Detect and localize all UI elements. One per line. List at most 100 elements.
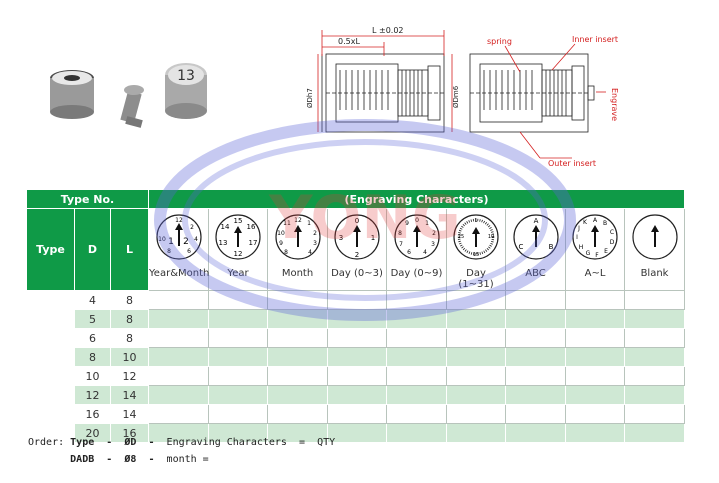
table-row: 8 10 (27, 347, 686, 367)
dimension-lines (317, 30, 453, 132)
column-header-l: L (109, 208, 150, 291)
svg-text:F: F (595, 252, 599, 259)
svg-text:6: 6 (407, 249, 411, 256)
svg-text:K: K (583, 219, 588, 226)
order-diameter: ØD (124, 437, 137, 448)
order-prefix: Order: (28, 437, 65, 448)
svg-text:G: G (586, 250, 591, 257)
engraving-characters-header: (Engraving Characters) (148, 189, 686, 209)
callout-lines (504, 43, 606, 159)
table-row: 12 14 (27, 385, 686, 405)
cell-l: 14 (109, 385, 150, 405)
table-row: 6 8 (27, 328, 686, 348)
svg-text:14: 14 (221, 223, 230, 231)
svg-text:B: B (603, 220, 607, 227)
svg-text:4: 4 (194, 236, 198, 243)
label-engrave: Engrave (610, 88, 619, 121)
svg-text:J: J (577, 225, 580, 232)
dial-label-year: Year (227, 268, 249, 279)
table-row: DADB 4 8 (26, 290, 686, 443)
svg-text:8: 8 (398, 230, 402, 237)
order-type: Type (70, 437, 95, 448)
svg-text:0: 0 (415, 217, 419, 224)
svg-text:B: B (548, 243, 553, 251)
svg-text:3: 3 (431, 241, 435, 248)
dial-year-month-icon: 12 2 4 6 8 10 1 2 (155, 214, 202, 260)
dial-label-blank: Blank (640, 268, 669, 279)
cross-section-drawing-left (321, 53, 445, 133)
svg-text:3: 3 (313, 240, 317, 247)
svg-text:1: 1 (425, 220, 429, 227)
svg-text:0: 0 (355, 217, 359, 225)
dial-day-1-31: 1 10 15 25 Day (1~31) (446, 208, 507, 291)
order-qty: QTY (317, 437, 336, 448)
svg-text:13: 13 (219, 239, 228, 247)
svg-text:I: I (576, 234, 578, 241)
svg-text:2: 2 (313, 230, 317, 237)
order-example-diameter: Ø8 (124, 454, 137, 465)
dial-a-l: A B C D E F G H I J K A~L (565, 208, 626, 291)
svg-text:7: 7 (399, 241, 403, 248)
svg-text:D: D (610, 239, 615, 246)
svg-text:13: 13 (177, 68, 195, 84)
cell-d: 4 (74, 290, 111, 310)
dial-day-1-31-icon: 1 10 15 25 (453, 214, 499, 260)
dial-month: 12 11 1 2 3 4 10 9 8 Month (267, 208, 329, 291)
svg-text:C: C (518, 243, 523, 251)
type-value-cell: DADB (26, 290, 75, 443)
dial-blank-icon (631, 214, 678, 260)
label-spring: spring (487, 37, 512, 46)
svg-text:A: A (533, 217, 538, 225)
product-photo-body: 13 (165, 63, 207, 119)
svg-text:9: 9 (279, 240, 283, 247)
dial-label-a-l: A~L (584, 268, 606, 279)
cell-d: 20 (74, 423, 111, 443)
dial-month-icon: 12 11 1 2 3 4 10 9 8 (274, 214, 321, 260)
table-row: 5 8 (27, 309, 686, 329)
cell-l: 12 (109, 366, 150, 386)
table-row: 20 16 (27, 423, 686, 443)
dim-half-label: 0.5xL (338, 37, 360, 46)
cell-d: 16 (74, 404, 111, 424)
svg-text:10: 10 (488, 234, 494, 240)
svg-text:H: H (579, 244, 584, 251)
spec-table: Type No. (Engraving Characters) Type D L… (25, 189, 686, 443)
svg-text:A: A (593, 217, 598, 224)
dim-dh7-label: ØDh7 (306, 88, 314, 108)
order-engraving: Engraving Characters (166, 437, 287, 448)
svg-text:12: 12 (294, 217, 302, 224)
order-line-2: DADB - Ø8 - month = (70, 454, 209, 465)
svg-text:16: 16 (247, 223, 256, 231)
svg-text:E: E (604, 248, 608, 255)
cell-l: 8 (109, 309, 150, 329)
svg-text:17: 17 (249, 239, 258, 247)
cell-d: 5 (74, 309, 111, 329)
dial-year-icon: 15 14 16 13 17 12 (215, 214, 261, 260)
svg-text:25: 25 (458, 234, 464, 240)
table-row: 16 14 (27, 404, 686, 424)
cell-l: 8 (109, 328, 150, 348)
dial-label-day-0-9: Day (0~9) (390, 268, 443, 279)
product-photo-dial (50, 70, 94, 119)
dim-length-label: L ±0.02 (372, 26, 404, 35)
svg-text:15: 15 (473, 252, 479, 258)
order-example-engraving: month (166, 454, 197, 465)
label-inner-insert: Inner insert (572, 35, 618, 44)
cell-d: 12 (74, 385, 111, 405)
cell-l: 16 (109, 423, 150, 443)
dial-label-day-0-3: Day (0~3) (331, 268, 383, 279)
column-header-d: D (74, 208, 111, 291)
svg-text:1: 1 (371, 234, 375, 242)
order-line-1: Order: Type - ØD - Engraving Characters … (28, 437, 336, 448)
svg-text:6: 6 (187, 248, 191, 255)
dial-day-0-9-icon: 0 1 2 3 4 6 7 8 9 (393, 214, 440, 260)
svg-text:1: 1 (168, 237, 174, 247)
svg-text:3: 3 (339, 234, 343, 242)
dial-label-abc: ABC (525, 268, 546, 279)
dial-year: 15 14 16 13 17 12 Year (208, 208, 269, 291)
svg-text:2: 2 (190, 224, 194, 231)
dial-label-month: Month (281, 268, 314, 279)
cell-d: 10 (74, 366, 111, 386)
dial-a-l-icon: A B C D E F G H I J K (572, 214, 618, 260)
dial-blank: Blank (624, 208, 686, 291)
